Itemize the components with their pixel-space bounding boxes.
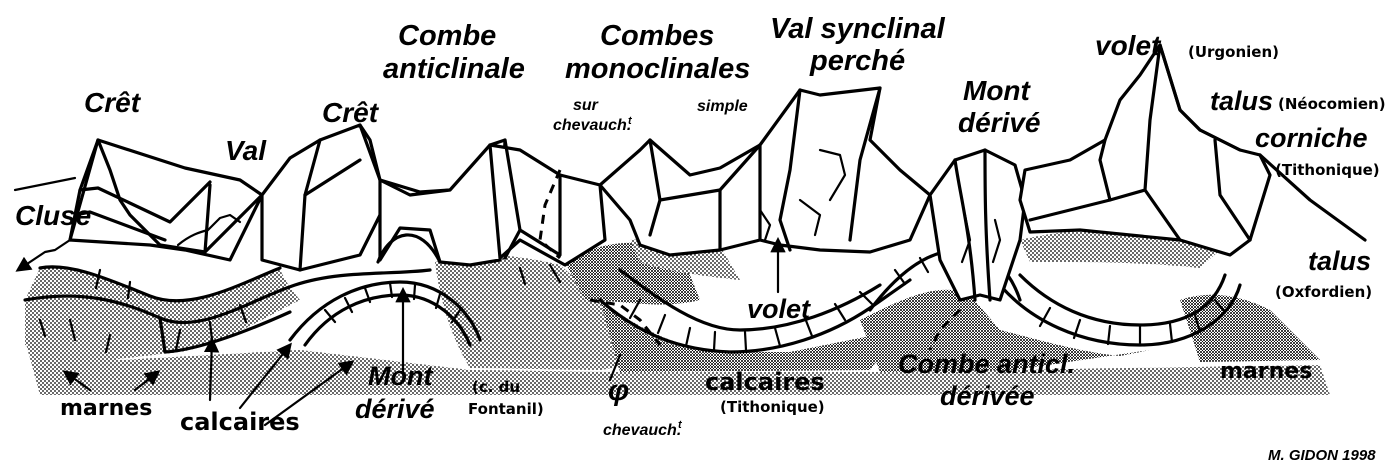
label-urgonien: (Urgonien) [1188, 43, 1279, 61]
label-calcaires-left: calcaires [180, 408, 300, 436]
label-sur: sur [573, 97, 599, 114]
label-perche: perché [809, 45, 905, 77]
label-talus-bottom: talus [1308, 246, 1371, 276]
label-derivee: dérivée [940, 381, 1035, 411]
label-fontanil-1: (c. du [472, 378, 520, 396]
label-chevauch-bottom-sup: t [678, 419, 683, 431]
label-credit: M. GIDON 1998 [1268, 447, 1376, 464]
label-monoclinales: monoclinales [565, 53, 750, 85]
label-sur-chevauch: chevauch. [553, 117, 631, 134]
label-mont-bottom: Mont [368, 361, 433, 391]
label-sur-chevauch-sup: t [628, 115, 633, 127]
label-cluse: Cluse [15, 200, 91, 231]
label-fontanil-2: Fontanil) [468, 400, 544, 418]
label-phi: φ [608, 374, 629, 407]
label-derive-bottom: dérivé [355, 394, 435, 424]
label-combes: Combes [600, 20, 714, 52]
label-marnes-right: marnes [1220, 359, 1312, 384]
label-chevauch-bottom: chevauch. [603, 422, 681, 439]
label-marnes-left: marnes [60, 396, 152, 421]
label-corniche: corniche [1255, 123, 1368, 153]
label-cret-mid: Crêt [322, 97, 380, 128]
label-tithonique-right: (Tithonique) [1275, 161, 1380, 179]
label-oxfordien: (Oxfordien) [1275, 283, 1372, 301]
label-volet-top: volet [1095, 30, 1162, 61]
label-talus-top: talus [1210, 86, 1273, 116]
label-anticlinale: anticlinale [383, 53, 525, 85]
label-mont-top: Mont [963, 75, 1032, 106]
label-val-synclinal: Val synclinal [770, 13, 946, 45]
label-combe: Combe [398, 20, 496, 52]
label-val: Val [225, 135, 267, 166]
label-tithonique-mid: (Tithonique) [720, 398, 825, 416]
label-calcaires-mid: calcaires [705, 368, 825, 396]
label-cret-left: Crêt [84, 87, 142, 118]
label-combe-anticl: Combe anticl. [898, 349, 1075, 379]
label-neocomien: (Néocomien) [1278, 95, 1386, 113]
label-derive-top: dérivé [958, 107, 1041, 138]
label-simple: simple [697, 98, 748, 115]
label-volet-mid: volet [747, 294, 811, 324]
